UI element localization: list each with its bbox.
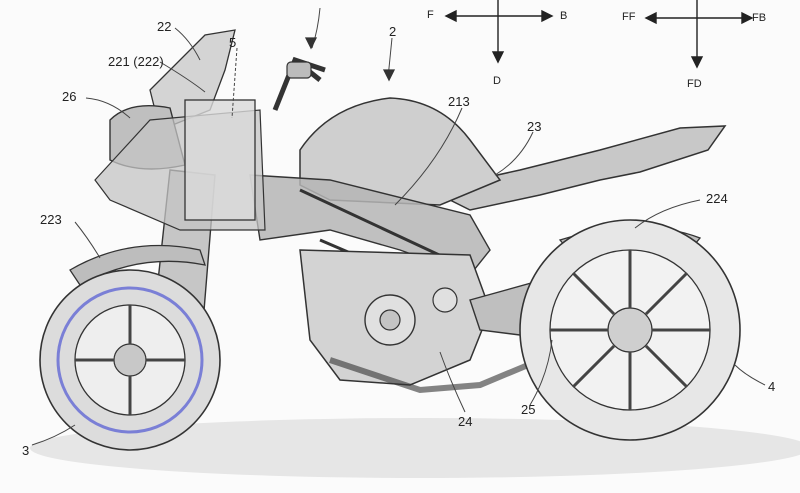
label-25: 25 xyxy=(521,402,536,417)
exhaust-pipe xyxy=(329,357,542,394)
rear-wheel-4 xyxy=(519,219,741,441)
label-24: 24 xyxy=(458,414,473,429)
dir-label-ff: FF xyxy=(622,11,636,23)
label-223: 223 xyxy=(40,212,62,227)
label-22: 22 xyxy=(157,19,172,34)
engine-cover-inner xyxy=(379,309,401,331)
dir-label-fd: FD xyxy=(687,78,702,90)
leader-lines xyxy=(31,7,766,446)
label-4: 4 xyxy=(768,379,776,394)
front-wheel-3 xyxy=(39,269,221,451)
label-23: 23 xyxy=(527,119,542,134)
seat-tail xyxy=(427,125,727,211)
direction-arrows-frame xyxy=(644,0,754,69)
fuel-tank-23 xyxy=(299,97,502,206)
mirror xyxy=(286,61,312,79)
label-221: 221 (222) xyxy=(108,54,164,69)
label-2: 2 xyxy=(389,24,397,39)
label-26: 26 xyxy=(62,89,77,104)
dir-label-fb: FB xyxy=(752,12,767,24)
label-5: 5 xyxy=(229,35,237,50)
label-224: 224 xyxy=(706,191,728,206)
instrument-box-5 xyxy=(184,99,256,221)
label-213: 213 xyxy=(448,94,470,109)
free-arrows xyxy=(304,37,396,82)
dir-label-f: F xyxy=(427,9,434,21)
dir-label-d: D xyxy=(493,75,501,87)
label-3: 3 xyxy=(22,443,30,458)
engine-bolt xyxy=(432,287,458,313)
direction-arrows-body xyxy=(444,0,554,64)
dir-label-b: B xyxy=(560,10,568,22)
